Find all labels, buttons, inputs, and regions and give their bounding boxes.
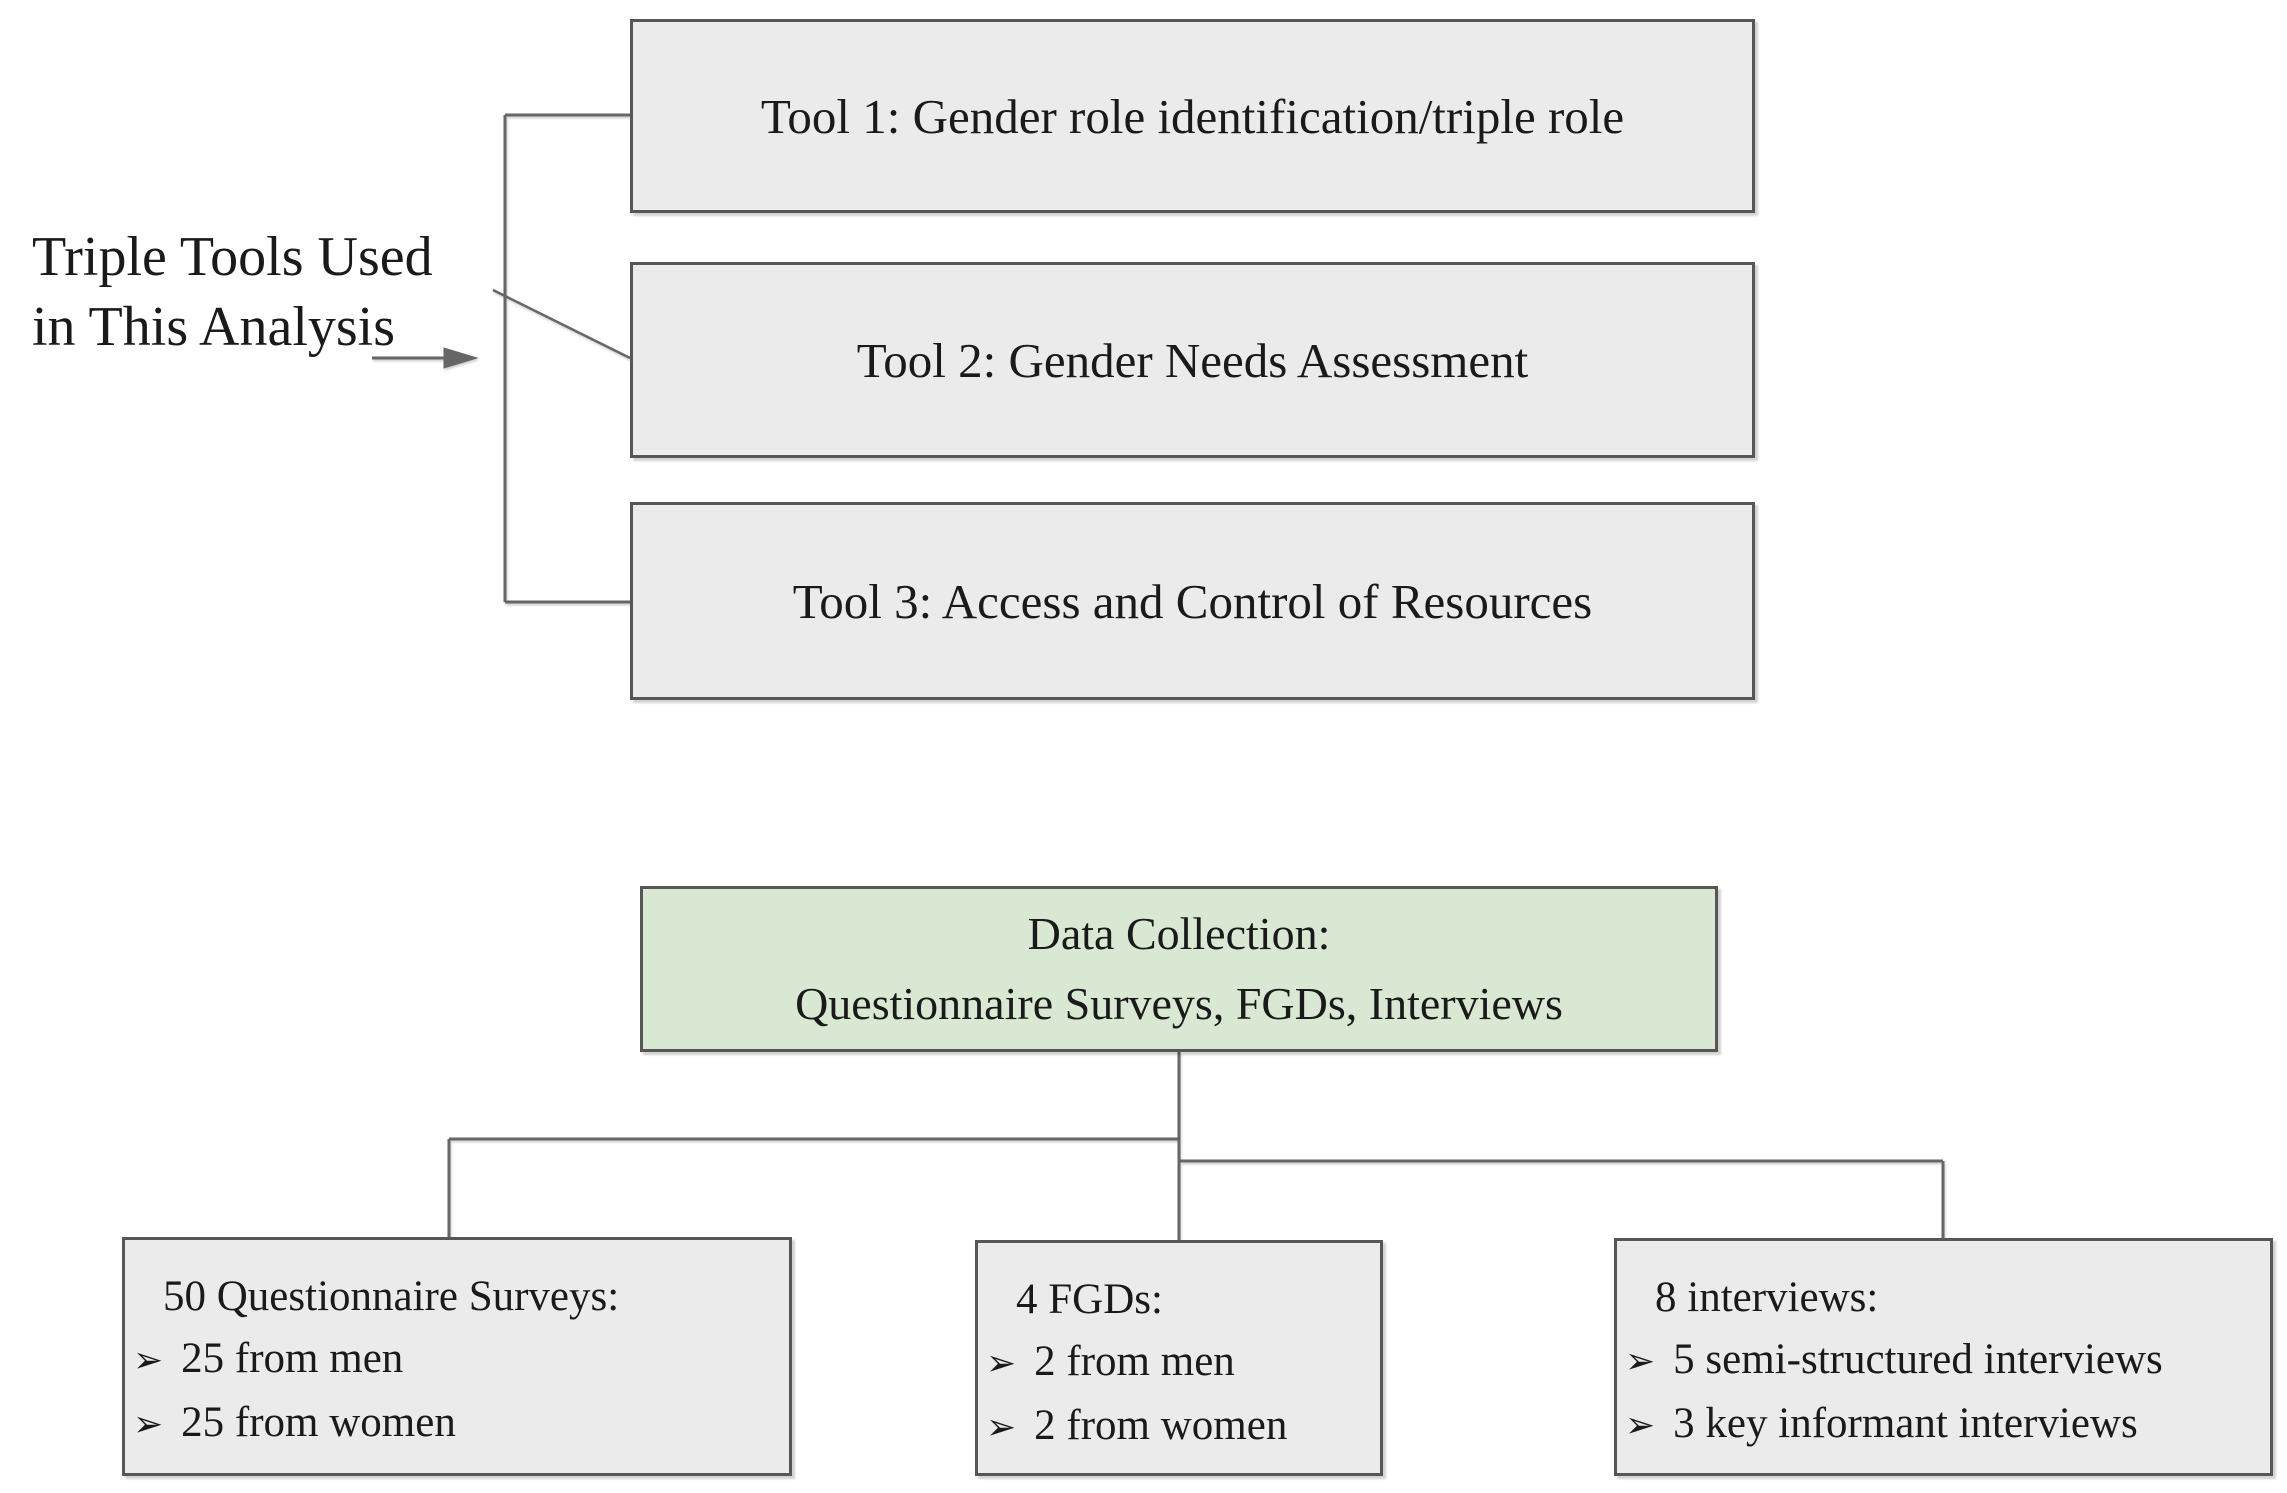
data-collection-box: Data Collection: Questionnaire Surveys, …	[640, 886, 1718, 1052]
tool3-title: Tool 3: Access and Control of Resources	[792, 573, 1593, 629]
list-item: ➢ 2 from men	[986, 1331, 1374, 1395]
list-item: ➢ 25 from women	[133, 1392, 783, 1456]
fgds-box: 4 FGDs: ➢ 2 from men ➢ 2 from women	[975, 1240, 1383, 1476]
questionnaire-item-women: 25 from women	[181, 1399, 456, 1446]
side-label-line1: Triple Tools Used	[32, 226, 433, 288]
questionnaire-item-men: 25 from men	[181, 1335, 404, 1382]
tool2-box: Tool 2: Gender Needs Assessment	[630, 262, 1755, 458]
fgds-heading: 4 FGDs:	[1016, 1276, 1163, 1323]
side-label-line2: in This Analysis	[32, 296, 396, 358]
interviews-item-semi: 5 semi-structured interviews	[1673, 1336, 2163, 1383]
arrowhead-bullet-icon: ➢	[986, 1343, 1017, 1384]
tool3-box: Tool 3: Access and Control of Resources	[630, 502, 1755, 700]
data-collection-line1: Data Collection:	[1027, 908, 1331, 959]
data-collection-line2: Questionnaire Surveys, FGDs, Interviews	[795, 978, 1563, 1029]
fgd-item-women: 2 from women	[1034, 1402, 1288, 1449]
arrowhead-bullet-icon: ➢	[986, 1407, 1017, 1448]
interviews-heading: 8 interviews:	[1655, 1274, 1879, 1321]
side-label: Triple Tools Used in This Analysis	[32, 222, 433, 362]
tool2-title: Tool 2: Gender Needs Assessment	[856, 332, 1529, 388]
fgd-item-men: 2 from men	[1034, 1338, 1235, 1385]
interviews-box: 8 interviews: ➢ 5 semi-structured intervi…	[1614, 1238, 2273, 1476]
arrowhead-bullet-icon: ➢	[1625, 1405, 1656, 1446]
list-item: ➢ 5 semi-structured interviews	[1625, 1329, 2264, 1393]
arrowhead-bullet-icon: ➢	[133, 1340, 164, 1381]
list-item: ➢ 3 key informant interviews	[1625, 1393, 2264, 1457]
questionnaire-surveys-box: 50 Questionnaire Surveys: ➢ 25 from men ➢…	[122, 1237, 792, 1476]
label-arrow-head-icon	[443, 347, 479, 369]
arrowhead-bullet-icon: ➢	[133, 1404, 164, 1445]
diagonal-line-to-tool2	[492, 288, 631, 360]
list-item: ➢ 2 from women	[986, 1395, 1374, 1459]
arrowhead-bullet-icon: ➢	[1625, 1341, 1656, 1382]
interviews-item-key: 3 key informant interviews	[1673, 1400, 2138, 1447]
tool1-title: Tool 1: Gender role identification/tripl…	[760, 88, 1625, 144]
tool1-box: Tool 1: Gender role identification/tripl…	[630, 19, 1755, 213]
list-item: ➢ 25 from men	[133, 1328, 783, 1392]
questionnaire-surveys-heading: 50 Questionnaire Surveys:	[163, 1273, 620, 1320]
